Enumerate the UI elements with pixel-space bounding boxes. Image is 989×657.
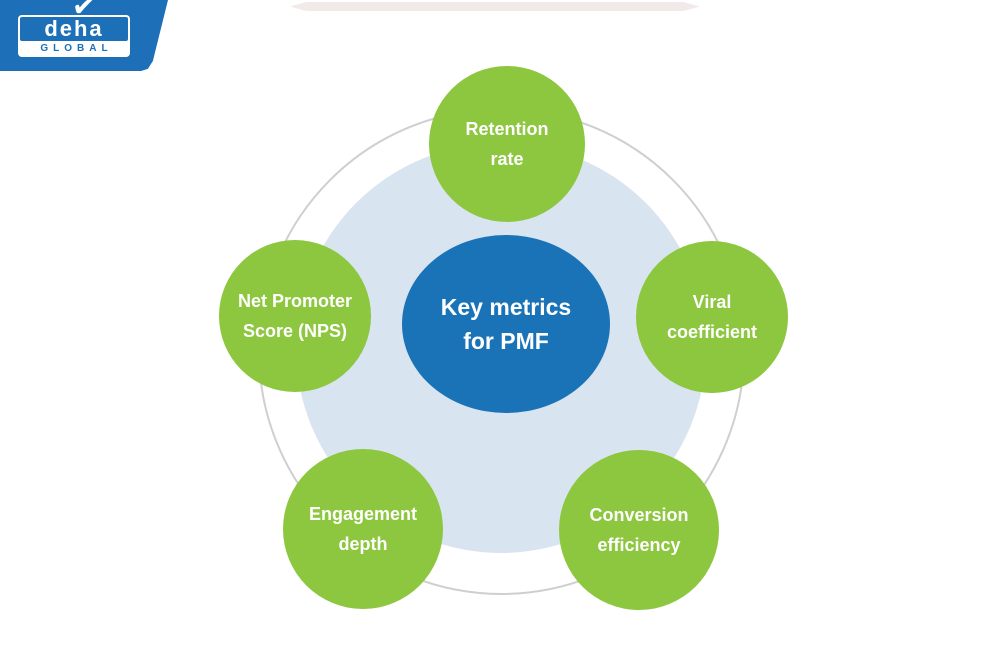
- top-accent-bar: [290, 2, 700, 11]
- node-conversion-efficiency: Conversion efficiency: [559, 450, 719, 610]
- brand-logo: ✔ deha GLOBAL: [0, 0, 168, 71]
- node-label-line1: Retention: [465, 119, 549, 139]
- node-label-line2: coefficient: [666, 322, 758, 342]
- node-label-line2: depth: [338, 534, 388, 554]
- node-viral-coefficient: Viral coefficient: [636, 241, 788, 393]
- node-net-promoter-score: Net Promoter Score (NPS): [219, 240, 371, 392]
- node-label-line1: Viral: [692, 292, 732, 312]
- node-label-line1: Conversion: [589, 505, 689, 525]
- center-node-label-line2: for PMF: [463, 328, 549, 354]
- logo-wordmark-box: deha GLOBAL: [18, 15, 130, 57]
- logo-subtitle: GLOBAL: [20, 41, 128, 56]
- node-engagement-depth: Engagement depth: [283, 449, 443, 609]
- logo-checkmark-icon: ✔: [70, 0, 97, 23]
- node-label-line2: efficiency: [597, 535, 681, 555]
- node-retention-rate: Retention rate: [429, 66, 585, 222]
- center-node-key-metrics: Key metrics for PMF: [402, 235, 610, 413]
- node-label-line2: Score (NPS): [242, 321, 348, 341]
- node-label-line1: Engagement: [308, 504, 418, 524]
- node-label-line2: rate: [490, 149, 524, 169]
- node-label-line1: Net Promoter: [237, 291, 353, 311]
- logo-wordmark: deha: [20, 17, 128, 41]
- center-node-label-line1: Key metrics: [440, 294, 572, 320]
